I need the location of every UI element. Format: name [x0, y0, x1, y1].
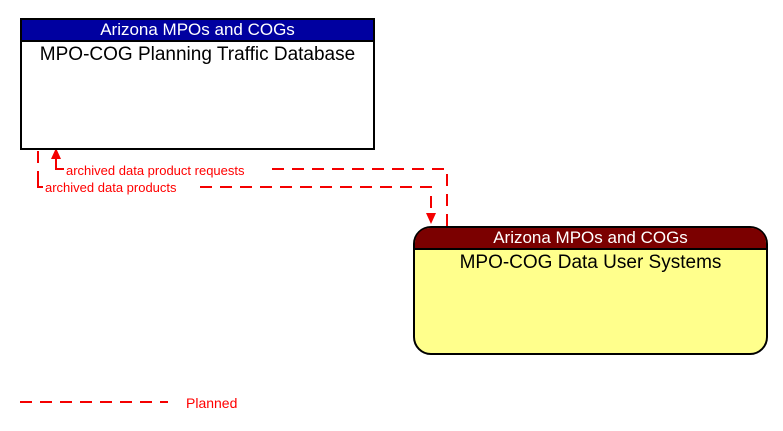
entity-name: MPO-COG Data User Systems — [459, 252, 722, 273]
entity-owner-header: Arizona MPOs and COGs — [415, 228, 766, 250]
legend-planned-label: Planned — [186, 395, 238, 411]
entity-data-user-systems[interactable]: Arizona MPOs and COGs MPO-COG Data User … — [413, 226, 768, 355]
flow-label-archived-data-products[interactable]: archived data products — [45, 180, 177, 195]
entity-planning-traffic-database[interactable]: Arizona MPOs and COGs MPO-COG Planning T… — [20, 18, 375, 150]
arrowhead-down-into-user-systems — [426, 213, 436, 224]
flow-label-archived-data-product-requests[interactable]: archived data product requests — [66, 163, 245, 178]
entity-owner-header: Arizona MPOs and COGs — [22, 20, 373, 42]
entity-name: MPO-COG Planning Traffic Database — [39, 44, 356, 65]
